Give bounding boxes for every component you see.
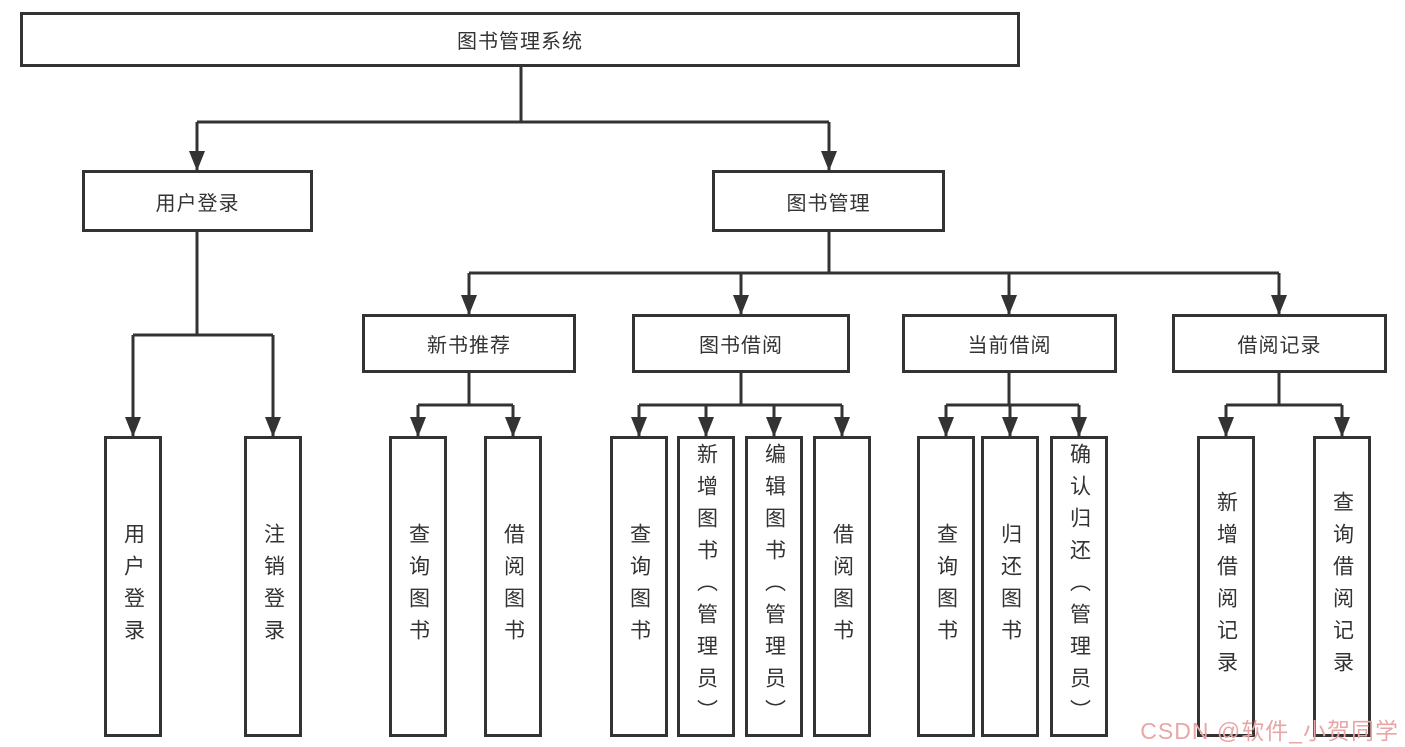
arrowhead <box>821 151 837 171</box>
node-leaf-bb-query-books: 查询图书 <box>610 436 668 737</box>
node-leaf-bb-borrow-books: 借阅图书 <box>813 436 871 737</box>
arrowhead <box>125 417 141 437</box>
edge-borrowing-to-leaves <box>637 373 844 437</box>
arrowhead <box>834 417 850 437</box>
node-leaf-cb-query-books: 查询图书 <box>917 436 975 737</box>
node-leaf-bb-edit-books-admin: 编辑图书（管理员） <box>745 436 803 737</box>
arrowhead <box>505 417 521 437</box>
node-new-book-recommend: 新书推荐 <box>362 314 576 373</box>
arrowhead <box>265 417 281 437</box>
node-current-borrowing: 当前借阅 <box>902 314 1117 373</box>
node-leaf-nb-query-books: 查询图书 <box>389 436 447 737</box>
node-leaf-user-login: 用户登录 <box>104 436 162 737</box>
edge-root-to-level2 <box>195 67 831 171</box>
arrowhead <box>461 295 477 315</box>
arrowhead <box>410 417 426 437</box>
node-borrowing-records: 借阅记录 <box>1172 314 1387 373</box>
node-leaf-br-add-record: 新增借阅记录 <box>1197 436 1255 737</box>
node-user-login: 用户登录 <box>82 170 313 232</box>
node-book-management: 图书管理 <box>712 170 945 232</box>
edge-newbooks-to-leaves <box>416 373 515 437</box>
arrowhead <box>766 417 782 437</box>
arrowhead <box>1271 295 1287 315</box>
arrowhead <box>1218 417 1234 437</box>
arrowhead <box>733 295 749 315</box>
edge-bookmgmt-to-level3 <box>467 232 1281 315</box>
arrowhead <box>189 151 205 171</box>
arrowhead <box>1071 417 1087 437</box>
arrowhead <box>1001 295 1017 315</box>
node-leaf-cb-confirm-return-admin: 确认归还（管理员） <box>1050 436 1108 737</box>
node-book-borrowing: 图书借阅 <box>632 314 850 373</box>
node-leaf-logout: 注销登录 <box>244 436 302 737</box>
arrowhead <box>1002 417 1018 437</box>
node-leaf-bb-add-books-admin: 新增图书（管理员） <box>677 436 735 737</box>
arrowhead <box>1334 417 1350 437</box>
node-leaf-nb-borrow-books: 借阅图书 <box>484 436 542 737</box>
arrowhead <box>631 417 647 437</box>
edge-userlogin-to-leaves <box>131 232 275 437</box>
node-leaf-br-query-record: 查询借阅记录 <box>1313 436 1371 737</box>
node-leaf-cb-return-books: 归还图书 <box>981 436 1039 737</box>
edge-records-to-leaves <box>1224 373 1344 437</box>
node-root: 图书管理系统 <box>20 12 1020 67</box>
arrowheads <box>125 151 1350 437</box>
arrowhead <box>938 417 954 437</box>
arrowhead <box>698 417 714 437</box>
